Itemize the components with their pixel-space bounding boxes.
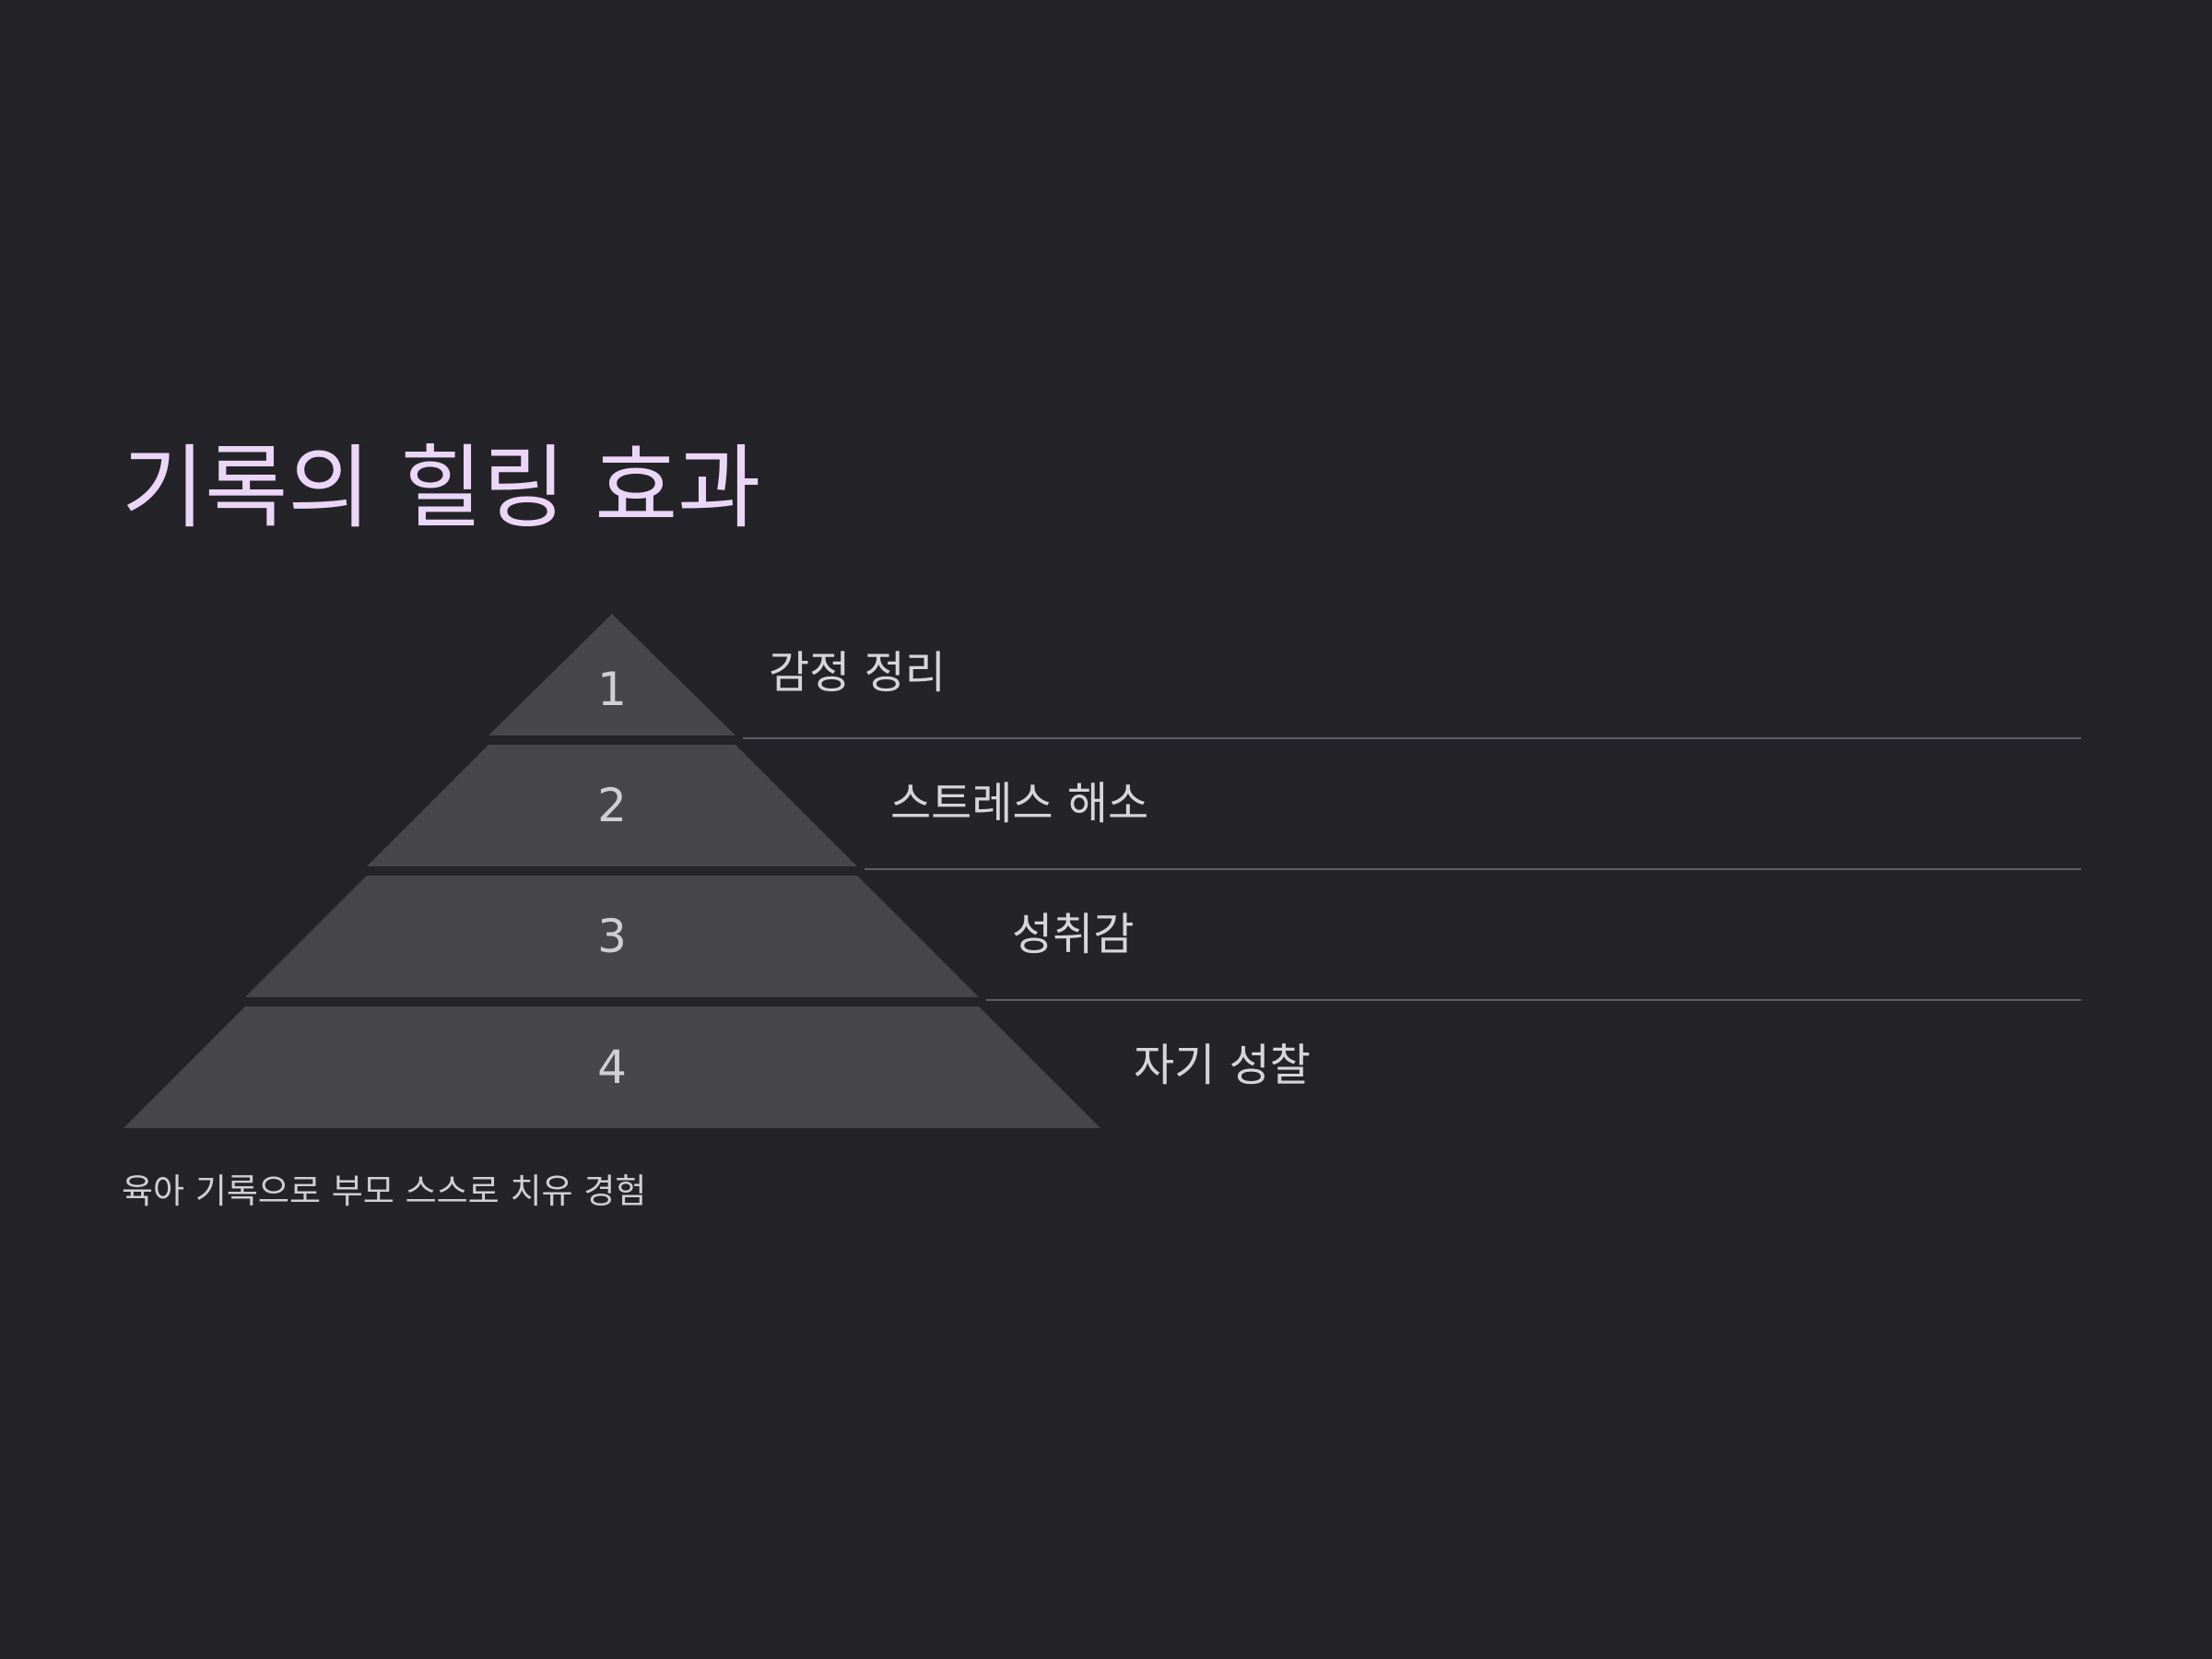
- tier-label-2: 스트레스 해소: [890, 778, 1149, 830]
- tier-number-4: 4: [597, 1041, 627, 1094]
- tier-number-2: 2: [597, 779, 627, 832]
- page-title: 기록의 힐링 효과: [122, 436, 761, 541]
- tier-number-1: 1: [597, 663, 627, 716]
- pyramid-tier-3: [245, 876, 979, 997]
- tier-label-3: 성취감: [1012, 909, 1135, 960]
- tier-label-1: 감정 정리: [769, 647, 946, 699]
- tier-number-3: 3: [597, 910, 627, 963]
- pyramid-tier-4: [124, 1006, 1100, 1128]
- footnote-text: 육아 기록으로 부모 스스로 치유 경험: [122, 1171, 647, 1211]
- tier-label-4: 자기 성찰: [1134, 1040, 1311, 1091]
- pyramid-tier-2: [367, 745, 857, 866]
- pyramid-tier-1: [488, 614, 735, 735]
